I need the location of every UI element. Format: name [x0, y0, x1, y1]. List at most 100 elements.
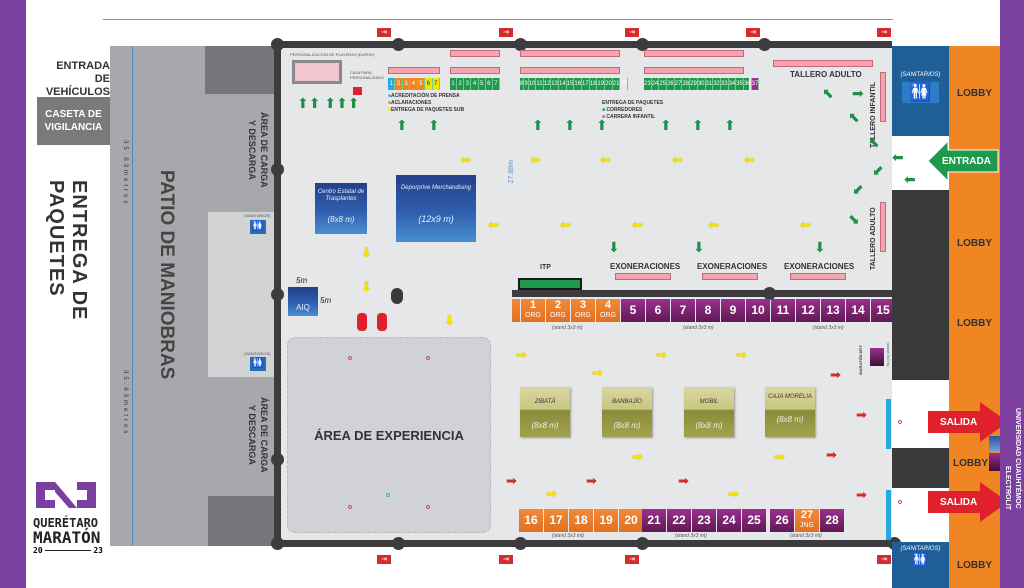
arrow-down-icon: ⬇	[814, 239, 826, 255]
arrow-diagonal-icon: ⬉	[868, 134, 880, 150]
desk-number: 8	[520, 78, 525, 90]
sponsor-booth-zibata: ZIBATÁ (8x8 m)	[520, 387, 570, 437]
sponsor-name: MOBIL	[699, 399, 719, 405]
arrow-down-icon: ⬇	[361, 279, 372, 294]
sponsor-size: (12x9 m)	[418, 214, 454, 224]
desk-row-1: 1 2 3 4 5 6 7	[388, 78, 440, 90]
arrow-left-icon: ⬅	[672, 152, 683, 167]
arrow-right-icon: ➡	[826, 447, 837, 462]
sponsor-size: (8x8 m)	[613, 421, 641, 430]
entrance-label[interactable]: ENTRADA	[942, 156, 991, 167]
stand: 10	[746, 299, 770, 322]
exit-arrow-icon[interactable]	[928, 482, 1008, 522]
desk-number: 9	[524, 78, 529, 90]
restroom-caption-2: (SANITARIOS)	[244, 351, 271, 356]
desk-number: 19	[597, 78, 606, 90]
desk-number: 10	[529, 78, 537, 90]
itp-booth	[518, 278, 582, 290]
wall-bottom	[274, 540, 892, 547]
stand: 21	[642, 509, 666, 532]
sponsor-name: Centro Estatal de Trasplantes	[317, 189, 365, 202]
column-node	[763, 287, 776, 300]
desk-counter	[450, 50, 500, 57]
emergency-exit-icon: ⇥	[746, 28, 760, 37]
desk-number: 29	[690, 78, 698, 90]
custom-box-label: CAJA PARA PERSONALIZADO	[350, 70, 385, 80]
exit-label[interactable]: SALIDA	[940, 497, 978, 508]
sponsor-size: (8x8 m)	[776, 415, 804, 424]
sponsor-booth-caja-morelia: CAJA MORELIA (8x8 m)	[765, 387, 815, 437]
arrow-left-icon: ⬅	[460, 152, 471, 167]
column-node	[271, 453, 284, 466]
arrow-up-icon: ⬆⬆ ⬆⬆⬆	[297, 95, 360, 111]
desk-number: 35	[736, 78, 744, 90]
desk-number: 34	[729, 78, 737, 90]
sponsor-name: CAJA MORELIA	[768, 394, 812, 400]
arrow-diagonal-icon: ⬋	[872, 162, 884, 178]
arrow-right-icon: ➡	[678, 473, 689, 488]
arrow-diagonal-icon: ⬋	[852, 181, 864, 197]
desk-number: 11	[536, 78, 544, 90]
emergency-exit-icon: ⇥	[877, 28, 891, 37]
stand-caption: (stand 3x3 mt)	[552, 533, 584, 539]
exit-arrow-icon[interactable]	[928, 402, 1008, 442]
stand: 6	[646, 299, 670, 322]
staff-marker	[898, 420, 902, 424]
dimension-label-lower: 35.63metros	[122, 370, 128, 437]
right-brand-bar	[1000, 0, 1024, 588]
restroom-area-bottom: (SANITARIOS) 🚻	[892, 542, 949, 588]
arrow-right-icon: ➡	[506, 473, 517, 488]
desk-number: 2	[457, 78, 465, 90]
year-divider	[44, 550, 92, 551]
exit-label[interactable]: SALIDA	[940, 417, 978, 428]
restroom-caption-1: (SANITARIOS)	[244, 213, 271, 218]
loading-dock-bottom	[208, 496, 278, 546]
desk-number: 18	[590, 78, 598, 90]
arrow-right-icon: ➡	[852, 85, 864, 101]
column-node	[271, 163, 284, 176]
staff-marker	[426, 505, 430, 509]
desk-row-2: 1 2 3 4 5 6 7	[450, 78, 500, 90]
desk-number: 1	[388, 78, 396, 90]
arrow-diagonal-icon: ⬊	[848, 211, 860, 227]
stand: 19	[594, 509, 618, 532]
desk-row-3: 8 9 10 11 12 13 14 15 16 17 18 19 20 21 …	[520, 78, 629, 90]
sponsor-booth-banbajio: BANBAJÍO (8x8 m)	[602, 387, 652, 437]
stands-bottom-group-2: 21 22 23 24 25	[642, 509, 767, 532]
stand: 23	[692, 509, 716, 532]
desk-counter	[520, 67, 620, 74]
arrow-right-icon: ➡	[830, 367, 841, 382]
exemption-counter	[790, 273, 846, 280]
arrow-left-icon: ⬅	[744, 152, 755, 167]
stand-caption: (stand 3x3 mt)	[675, 533, 707, 539]
bollard	[391, 288, 403, 304]
lobby-label: LOBBY	[957, 238, 992, 249]
loading-dock-top	[205, 46, 278, 94]
emergency-exit-icon: ⇥	[377, 28, 391, 37]
stand: 14	[846, 299, 870, 322]
desk-number: 31	[706, 78, 714, 90]
vehicle-entry-label: ENTRADA DE VEHÍCULOS	[45, 60, 110, 98]
desk-number: 3	[403, 78, 411, 90]
workshop-counter	[880, 202, 886, 252]
column-node	[514, 38, 527, 51]
brand-logo: QUERÉTARO MARATÓN 20 23	[33, 478, 103, 555]
desk-number: 5	[418, 78, 426, 90]
arrow-left-icon: ⬅	[708, 217, 719, 232]
lobby-label: LOBBY	[957, 88, 992, 99]
restroom-label: (SANITARIOS)	[900, 72, 941, 78]
plates-label: PERSONALIZACION DE PLAYERAS (DAPHO)	[290, 52, 375, 57]
arrow-left-icon: ⬅	[600, 152, 611, 167]
stand: 15	[871, 299, 895, 322]
entrance-arrow-icon[interactable]	[928, 141, 1000, 181]
sponsor-name: Deporprive Merchandising	[400, 185, 472, 191]
desk-number: 37	[751, 78, 760, 90]
dimension-line	[132, 46, 133, 546]
brand-line-1: QUERÉTARO	[33, 516, 99, 530]
desk-number: 24	[652, 78, 660, 90]
sponsor-kiosk-university	[989, 436, 1000, 452]
arrow-right-icon: ➡	[736, 347, 747, 362]
